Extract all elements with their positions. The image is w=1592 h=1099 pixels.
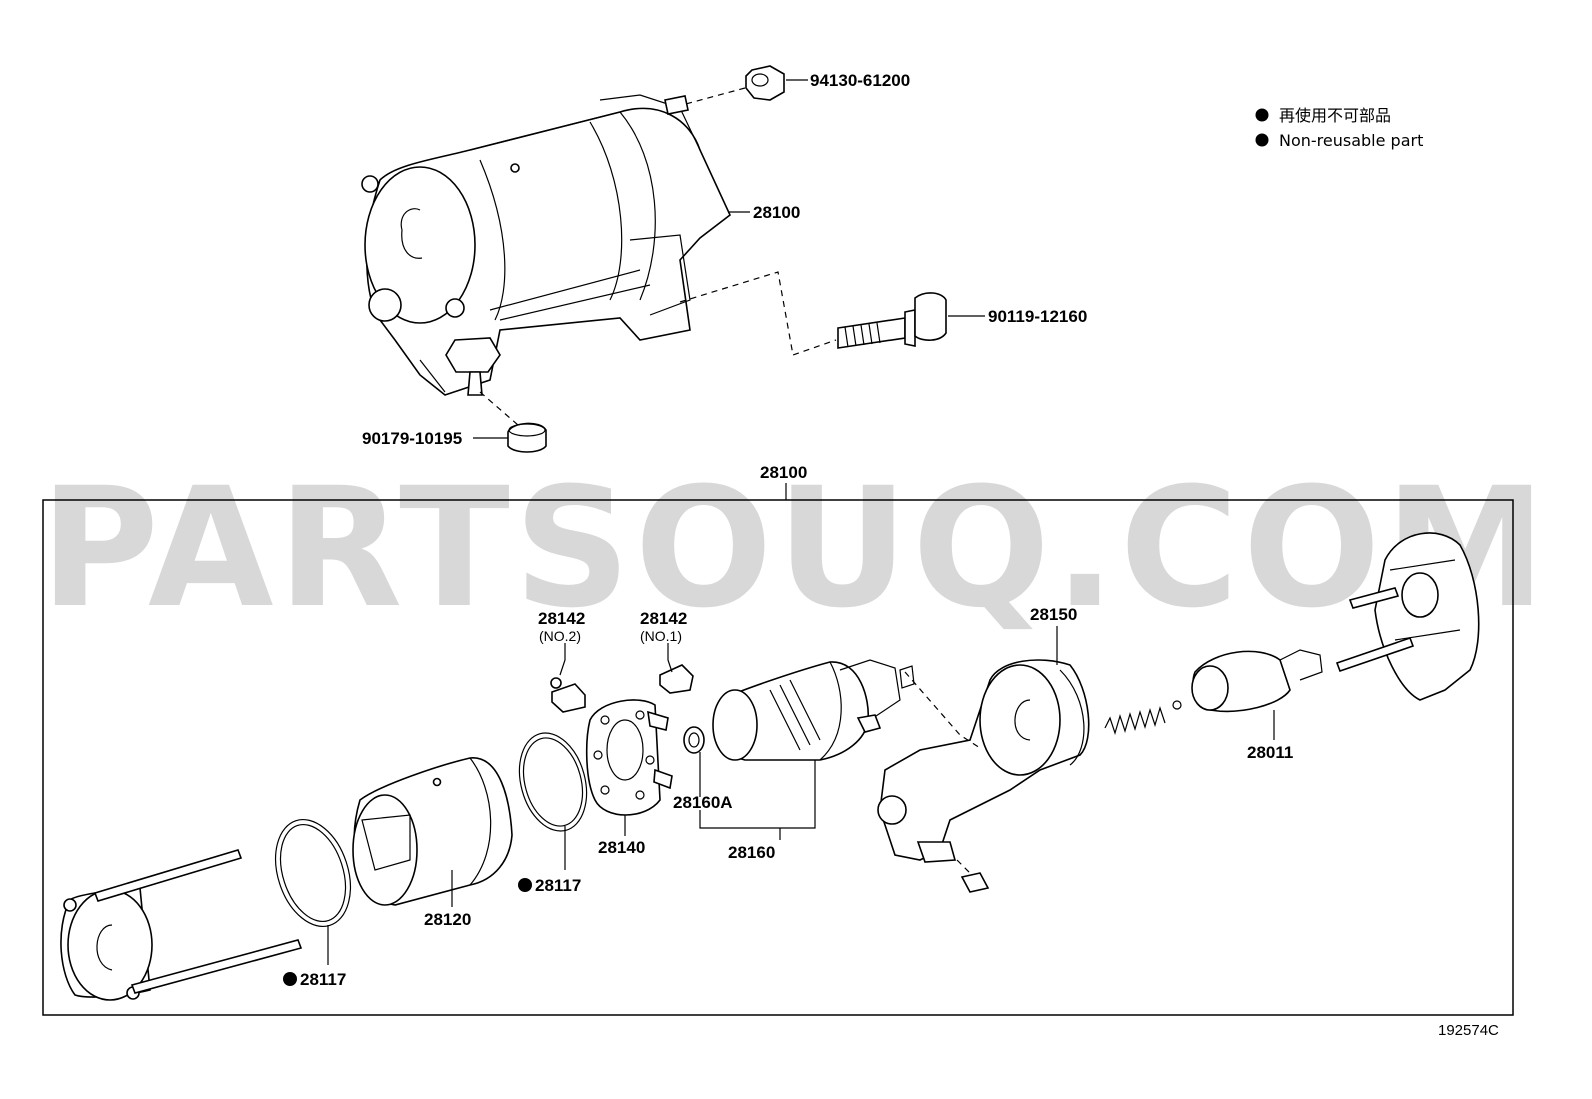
callout-pinion-clutch: 28011 [1247,743,1293,762]
non-reusable-marker-icon [1255,133,1269,147]
callout-brush-holder-no2: 28142 [538,609,585,628]
legend: 再使用不可部品 Non-reusable part [1255,106,1423,150]
callout-starter-assy-top: 28100 [753,203,800,222]
callout-assy-group: 28100 [760,463,807,482]
callout-yoke: 28120 [424,910,471,929]
non-reusable-marker-icon [518,878,532,892]
callout-nut-terminal: 90179-10195 [362,429,462,448]
callout-brush-holder-no2-note: (NO.2) [539,628,581,644]
callout-bolt: 90119-12160 [988,307,1087,326]
legend-label-en: Non-reusable part [1279,131,1423,150]
diagram-reference-number: 192574C [1438,1022,1499,1039]
callout-armature: 28160 [728,843,775,862]
callout-brush-holder-no1: 28142 [640,609,687,628]
callout-oring-inner: 28117 [535,876,581,895]
legend-label-jp: 再使用不可部品 [1279,106,1391,125]
non-reusable-marker-icon [283,972,297,986]
callout-brush-holder: 28140 [598,838,645,857]
callout-brush-holder-no1-note: (NO.1) [640,628,682,644]
starter-assembly-illustration [361,65,947,453]
non-reusable-marker-icon [1255,108,1269,122]
callout-nut-top: 94130-61200 [810,71,910,90]
callout-clutch-housing: 28150 [1030,605,1077,624]
exploded-view-frame [42,499,1514,1016]
watermark: PARTSOUQ.COM [40,452,1550,644]
callout-oring-outer: 28117 [300,970,346,989]
exploded-parts-illustration [60,532,1480,1001]
callout-bearing: 28160A [673,793,733,812]
